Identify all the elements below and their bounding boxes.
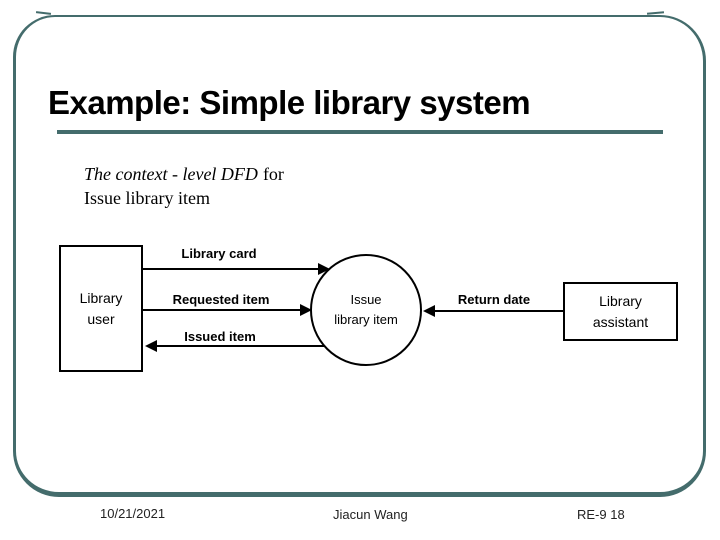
slide-border <box>13 15 706 497</box>
page-title: Example: Simple library system <box>48 84 531 121</box>
entity-label-line: Library <box>599 292 642 309</box>
external-entity-library-user: Library user <box>59 245 143 372</box>
arrow-shaft <box>143 309 302 311</box>
entity-label-line: assistant <box>592 313 649 330</box>
flow-label-return-date: Return date <box>457 292 531 307</box>
flow-label-requested-item: Requested item <box>172 292 270 307</box>
arrowhead-right-icon <box>318 263 330 275</box>
flow-label-issued-item: Issued item <box>184 329 256 344</box>
subtitle-line-2: Issue library item <box>84 188 210 208</box>
flow-arrow-issued-item <box>145 340 324 352</box>
entity-label-line: user <box>87 310 115 327</box>
arrow-shaft <box>143 268 320 270</box>
slide-author: Jiacun Wang <box>333 507 408 522</box>
arrowhead-left-icon <box>145 340 157 352</box>
arrowhead-right-icon <box>300 304 312 316</box>
title-underline <box>57 130 663 134</box>
subtitle-dfd-phrase: The context - level DFD <box>84 164 258 184</box>
slide-number: RE-9 18 <box>577 507 625 522</box>
entity-label-line: Library <box>79 289 123 306</box>
process-label-line: Issue <box>350 292 382 307</box>
flow-arrow-requested-item <box>143 304 312 316</box>
flow-label-library-card: Library card <box>181 246 257 261</box>
arrow-shaft <box>433 310 563 312</box>
subtitle-for-word: for <box>262 164 284 184</box>
flow-arrow-return-date <box>423 305 563 317</box>
external-entity-library-assistant: Library assistant <box>563 282 678 341</box>
process-label-line: library item <box>334 312 398 327</box>
arrowhead-left-icon <box>423 305 435 317</box>
process-issue-library-item: Issue library item <box>310 254 422 366</box>
slide-date: 10/21/2021 <box>100 506 166 521</box>
border-sketch-mark-left <box>35 11 52 15</box>
flow-arrow-library-card <box>143 263 330 275</box>
arrow-shaft <box>155 345 324 347</box>
